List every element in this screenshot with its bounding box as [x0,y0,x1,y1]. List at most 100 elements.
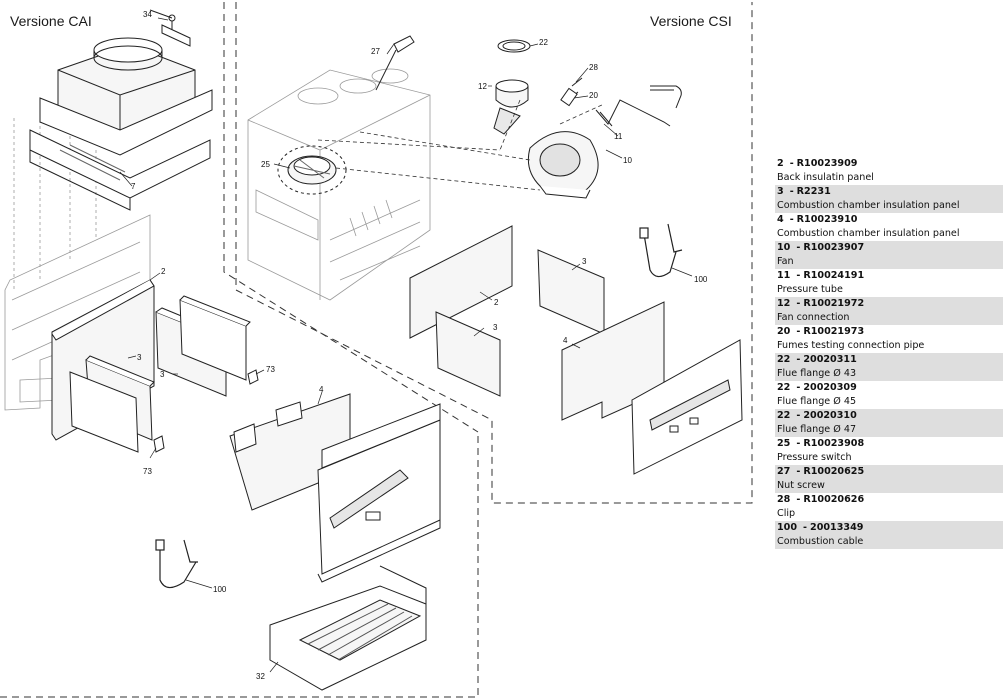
part-code: R10023909 [796,158,858,169]
callout-27: 27 [371,47,380,56]
part-description: Clip [777,507,796,519]
parts-list-row: 2-R10023909 Back insulatin panel [775,157,1003,185]
group-outlines [0,2,753,698]
part-code: R10023907 [803,242,865,253]
callout-4: 4 [319,385,324,394]
cai-clips-73 [153,369,259,453]
part-code: R10023910 [796,214,858,225]
callout-34: 34 [143,10,152,19]
cai-leaders [119,17,323,673]
cai-cable-100 [155,539,198,589]
part-code: R10021972 [803,298,865,309]
part-description: Flue flange Ø 43 [777,367,857,379]
callout-32: 32 [256,672,265,681]
part-number: 22 [777,354,791,365]
callout-3: 3 [582,257,587,266]
callout-100: 100 [213,585,227,594]
callout-100: 100 [694,275,708,284]
parts-list-row: 100-20013349 Combustion cable [775,521,1003,549]
callout-12: 12 [478,82,487,91]
part-code: 20013349 [810,522,864,533]
cai-bracket-34 [149,9,191,47]
part-code: R10023908 [803,438,865,449]
part-code: 20020310 [803,410,857,421]
part-description: Pressure switch [777,451,852,463]
callout-25: 25 [261,160,270,169]
csi-front-plate [631,339,743,475]
cai-base-tray [269,565,427,691]
csi-pipe-20 [650,85,682,109]
part-description: Nut screw [777,479,825,491]
callout-3: 3 [160,370,165,379]
part-description: Combustion cable [777,535,864,547]
part-description: Back insulatin panel [777,171,874,183]
parts-list-row: 11-R10024191 Pressure tube [775,269,1003,297]
part-number: 100 [777,522,798,533]
part-number: 10 [777,242,791,253]
callout-10: 10 [623,156,632,165]
csi-fan-assembly [493,39,671,199]
csi-dashed-links [317,99,605,191]
parts-list-row: 25-R10023908 Pressure switch [775,437,1003,465]
cai-flue-hood [29,37,213,211]
callout-20: 20 [589,91,598,100]
cai-panels [51,279,251,453]
part-code: R10020626 [803,494,865,505]
part-description: Fan connection [777,311,850,323]
callout-2: 2 [494,298,499,307]
part-number: 11 [777,270,791,281]
csi-faint-housing [247,68,431,301]
part-number: 27 [777,466,791,477]
callout-3: 3 [493,323,498,332]
callout-28: 28 [589,63,598,72]
callout-3: 3 [137,353,142,362]
parts-list-row: 28-R10020626 Clip [775,493,1003,521]
part-description: Flue flange Ø 45 [777,395,857,407]
parts-list-row: 3-R2231 Combustion chamber insulation pa… [775,185,1003,213]
part-description: Pressure tube [777,283,843,295]
variant-title-csi: Versione CSI [650,13,732,29]
csi-nut-27 [375,35,415,91]
part-number: 22 [777,410,791,421]
cai-callouts: 34 7 2 3 3 73 73 4 100 32 [131,10,324,681]
part-description: Fan [777,255,794,267]
csi-cable-100 [639,223,683,278]
csi-panels [409,225,665,421]
part-number: 28 [777,494,791,505]
part-description: Fumes testing connection pipe [777,339,925,351]
callout-73: 73 [143,467,152,476]
callout-73: 73 [266,365,275,374]
part-code: R10021973 [803,326,865,337]
part-code: 20020309 [803,382,857,393]
part-number: 4 [777,214,784,225]
parts-list-row: 22-20020310 Flue flange Ø 47 [775,409,1003,437]
parts-list-row: 4-R10023910 Combustion chamber insulatio… [775,213,1003,241]
parts-list-row: 27-R10020625 Nut screw [775,465,1003,493]
part-number: 20 [777,326,791,337]
parts-list-row: 22-20020309 Flue flange Ø 45 [775,381,1003,409]
part-number: 12 [777,298,791,309]
csi-leaders [273,43,693,349]
part-code: 20020311 [803,354,857,365]
callout-4: 4 [563,336,568,345]
part-code: R10024191 [803,270,865,281]
callout-2: 2 [161,267,166,276]
parts-list: 2-R10023909 Back insulatin panel 3-R2231… [775,157,1003,549]
variant-title-cai: Versione CAI [10,13,92,29]
part-code: R10020625 [803,466,865,477]
part-number: 22 [777,382,791,393]
parts-list-row: 12-R10021972 Fan connection [775,297,1003,325]
callout-11: 11 [614,132,623,141]
parts-list-row: 22-20020311 Flue flange Ø 43 [775,353,1003,381]
part-number: 25 [777,438,791,449]
part-code: R2231 [796,186,831,197]
part-description: Combustion chamber insulation panel [777,199,960,211]
callout-7: 7 [131,182,136,191]
cai-front-assembly [229,393,441,583]
part-number: 2 [777,158,784,169]
csi-pressure-switch-25 [277,145,347,195]
parts-list-row: 20-R10021973 Fumes testing connection pi… [775,325,1003,353]
part-number: 3 [777,186,784,197]
part-description: Flue flange Ø 47 [777,423,857,435]
